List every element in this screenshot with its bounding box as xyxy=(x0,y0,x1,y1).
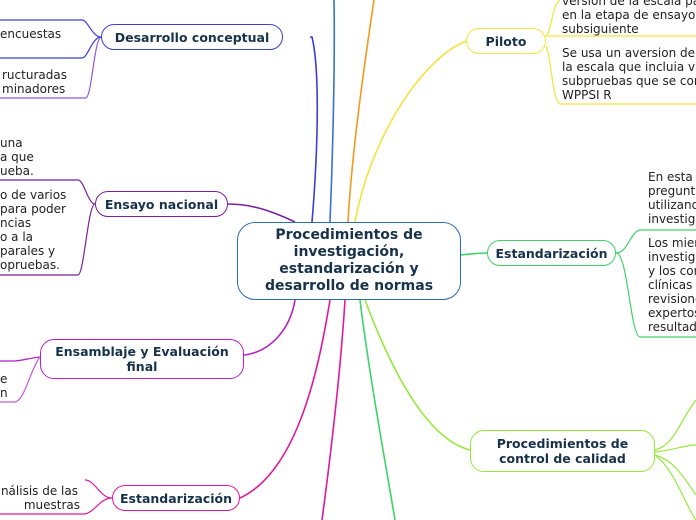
leaf-text: ncias xyxy=(0,216,32,230)
connector-pink-bottom xyxy=(321,299,346,520)
leaf-text: encuestas xyxy=(0,27,62,41)
leaf-text: opruebas. xyxy=(0,258,60,272)
leaf-text: la escala que incluia va xyxy=(562,60,696,74)
connector-estandar-right xyxy=(459,252,488,256)
central-topic[interactable]: Procedimientos de investigación, estanda… xyxy=(237,222,461,300)
leaf-text: parales y xyxy=(0,244,56,258)
leaf-text: minadores xyxy=(2,82,66,96)
leaf-text: una xyxy=(0,136,23,150)
leaf-text: Se usa un aversion de i xyxy=(562,46,696,60)
branch-ensamblaje-evaluacion[interactable]: Ensamblaje y Evaluación final xyxy=(40,339,244,379)
leaf-text: para poder xyxy=(0,202,66,216)
leaf-text: o de varios xyxy=(0,188,67,202)
leaf-text: clínicas e xyxy=(648,278,696,292)
leaf-text: pregunta xyxy=(648,184,696,198)
branch-estandarizacion-left[interactable]: Estandarización xyxy=(112,485,240,511)
connector-ensayo xyxy=(227,203,296,223)
leaf-text: versión de la escala pa xyxy=(562,0,696,8)
branch-desarrollo-conceptual[interactable]: Desarrollo conceptual xyxy=(101,24,283,50)
leaf-text: Los mien xyxy=(648,236,696,250)
connector-piloto xyxy=(354,40,467,223)
leaf-text: y los cor xyxy=(648,264,696,278)
leaf-text: e xyxy=(0,372,8,386)
leaf-text: en la etapa de ensayo n xyxy=(562,8,696,22)
leaf-text: utilizand xyxy=(648,198,696,212)
leaf-text: a que xyxy=(0,150,34,164)
connector-estandar-left xyxy=(239,299,331,499)
connector-desarrollo xyxy=(310,36,319,223)
branch-estandarizacion-right[interactable]: Estandarización xyxy=(487,240,616,266)
leaf-text: expertos xyxy=(648,306,696,320)
connector-green-bottom xyxy=(359,299,396,520)
leaf-text: muestras xyxy=(23,498,80,512)
leaf-text: ueba. xyxy=(0,164,34,178)
leaf-text: subpruebas que se con xyxy=(562,74,696,88)
leaf-text: o a la xyxy=(0,230,34,244)
branch-control-calidad[interactable]: Procedimientos de control de calidad xyxy=(470,430,655,472)
leaf-text: nálisis de las xyxy=(0,484,78,498)
branch-piloto[interactable]: Piloto xyxy=(466,28,546,54)
connector-ensamblaje xyxy=(243,299,296,356)
leaf-text: WPPSI R xyxy=(562,88,612,102)
connector-top-blue xyxy=(329,0,336,223)
leaf-text: subsiguiente xyxy=(562,22,639,36)
leaf-text: investiga xyxy=(648,212,696,226)
branch-ensayo-nacional[interactable]: Ensayo nacional xyxy=(95,191,228,217)
leaf-text: n xyxy=(0,386,8,400)
connector-control xyxy=(364,299,471,451)
connector-top-orange xyxy=(347,0,375,223)
leaf-text: investiga xyxy=(648,250,696,264)
leaf-text: ructuradas xyxy=(2,68,67,82)
leaf-text: resultado xyxy=(648,320,696,334)
leaf-text: En esta xyxy=(648,170,693,184)
